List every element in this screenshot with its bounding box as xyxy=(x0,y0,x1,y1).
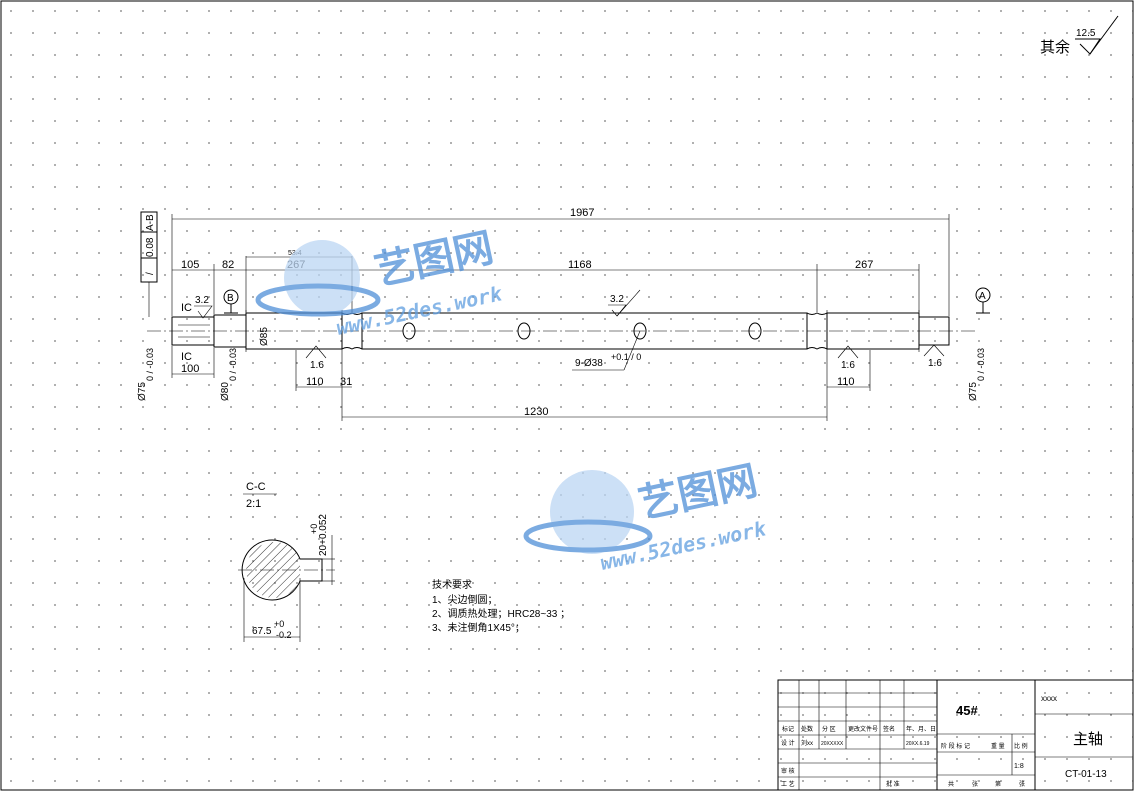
technical-requirements: 技术要求 1、尖边倒圆； 2、调质热处理；HRC28~33 ； 3、未注倒角1X… xyxy=(432,578,570,634)
dim-267-right: 267 xyxy=(855,259,873,271)
dim-dia-85: Ø85 xyxy=(259,327,270,346)
shaft-outline xyxy=(171,310,950,352)
tb-stage-label: 阶 段 标 记 xyxy=(941,742,970,750)
tb-sheet: 张 xyxy=(1019,780,1025,788)
dim-dia-75-left-tol: 0 / -0.03 xyxy=(145,348,155,381)
roughness-mark: 1.6 xyxy=(841,360,855,371)
tb-company: xxxx xyxy=(1041,694,1057,703)
tb-scale: 1:8 xyxy=(1014,763,1024,770)
tb-sheet: 张 xyxy=(972,780,978,788)
title-block: 标记 处数 分 区 更改文件号 签名 年、月、日 设 计 刘xx 20XXXXX… xyxy=(777,679,1134,791)
cross-holes xyxy=(402,322,762,340)
tb-design-code: 20XXXXX xyxy=(821,741,844,747)
watermark-globe-icon xyxy=(550,470,634,554)
section-width-tol-upper: +0 xyxy=(274,619,284,629)
dim-110-right: 110 xyxy=(837,376,855,388)
watermark-globe-icon xyxy=(284,240,360,316)
tech-item: 2、调质热处理；HRC28~33 ； xyxy=(432,607,570,620)
roughness-mark: 3.2 xyxy=(610,294,624,305)
tb-design-label: 设 计 xyxy=(781,739,795,747)
tb-header: 签名 xyxy=(883,725,895,733)
general-roughness-note: 其余 12.5 xyxy=(1040,15,1119,56)
tb-review: 审 核 xyxy=(781,767,795,775)
dim-1230: 1230 xyxy=(524,406,548,418)
roughness-other-label: 其余 xyxy=(1040,38,1070,56)
holes-tolerance: +0.1 / 0 xyxy=(611,352,641,362)
tb-material: 45# xyxy=(956,703,978,718)
section-scale: 2:1 xyxy=(246,498,261,510)
dim-82: 82 xyxy=(222,259,234,271)
ic-label-top: IC xyxy=(181,302,192,314)
dim-1967: 1967 xyxy=(570,207,594,219)
tb-header: 更改文件号 xyxy=(848,725,878,733)
section-key-tol: +0 xyxy=(309,524,319,534)
dim-105: 105 xyxy=(181,259,199,271)
dimension-overall: 1967 xyxy=(171,207,950,316)
datum-b-label: B xyxy=(227,293,234,304)
tb-process: 工 艺 xyxy=(781,780,795,788)
tb-header: 年、月、日 xyxy=(906,725,936,733)
section-width: 67.5 xyxy=(252,626,272,637)
hole xyxy=(402,322,416,340)
tb-design-date: 20XX.6.19 xyxy=(906,741,930,747)
middle-section xyxy=(361,312,808,350)
dimension-row-lower: 100 110 31 110 1230 xyxy=(171,346,871,421)
dim-dia-75-right-tol: 0 / -0.03 xyxy=(976,348,986,381)
runout-tolerance-frame: / 0.08 A-B xyxy=(140,211,158,317)
dim-dia-75-left: Ø75 xyxy=(137,382,148,401)
section-title: C-C xyxy=(246,481,266,493)
tb-header: 分 区 xyxy=(822,725,836,733)
dim-31: 31 xyxy=(340,376,352,388)
tb-approve: 批 准 xyxy=(886,780,900,788)
section-profile xyxy=(241,539,323,601)
holes-callout: 9-Ø38 xyxy=(575,358,603,369)
dim-dia-80: Ø80 xyxy=(220,382,231,401)
tech-item: 3、未注倒角1X45°； xyxy=(432,621,525,634)
dim-100: 100 xyxy=(181,363,199,375)
section-width-tol-lower: -0.2 xyxy=(276,630,292,640)
tb-header: 处数 xyxy=(801,725,813,733)
runout-symbol-icon: / xyxy=(145,272,156,275)
section-key-dim: 20+0.052 xyxy=(318,514,329,556)
datum-a-label: A xyxy=(979,291,986,302)
tb-header: 标记 xyxy=(782,725,794,733)
hole xyxy=(633,322,647,340)
dim-dia-75-right: Ø75 xyxy=(968,382,979,401)
tb-part-name: 主轴 xyxy=(1073,731,1103,748)
hole xyxy=(748,322,762,340)
roughness-mark: 1.6 xyxy=(310,360,324,371)
tb-drawing-no: CT-01-13 xyxy=(1065,769,1107,780)
roughness-mark: 3.2 xyxy=(195,295,209,306)
runout-datum: A-B xyxy=(145,214,156,231)
roughness-icon xyxy=(305,345,327,359)
tb-sheet: 共 xyxy=(948,780,954,788)
dim-1168: 1168 xyxy=(568,259,592,271)
roughness-value: 12.5 xyxy=(1076,28,1096,39)
roughness-icon xyxy=(923,344,945,357)
tech-title: 技术要求 xyxy=(432,578,472,591)
runout-value: 0.08 xyxy=(145,237,156,257)
ic-label-bottom: IC xyxy=(181,351,192,363)
tb-designer: 刘xx xyxy=(801,739,813,747)
roughness-icon xyxy=(837,345,859,359)
tb-scale-label: 比 例 xyxy=(1014,742,1028,750)
roughness-icon xyxy=(194,305,213,319)
dim-110-left: 110 xyxy=(306,376,324,388)
tb-weight-label: 重 量 xyxy=(991,742,1005,750)
tb-sheet: 第 xyxy=(995,780,1001,788)
roughness-mark: 1.6 xyxy=(928,358,942,369)
tech-item: 1、尖边倒圆； xyxy=(432,593,498,606)
section-c-c: C-C 2:1 20+0.052 +0 67.5 +0 -0.2 xyxy=(238,481,335,642)
hole xyxy=(517,322,531,340)
dim-dia-80-tol: 0 / -0.03 xyxy=(228,348,238,381)
